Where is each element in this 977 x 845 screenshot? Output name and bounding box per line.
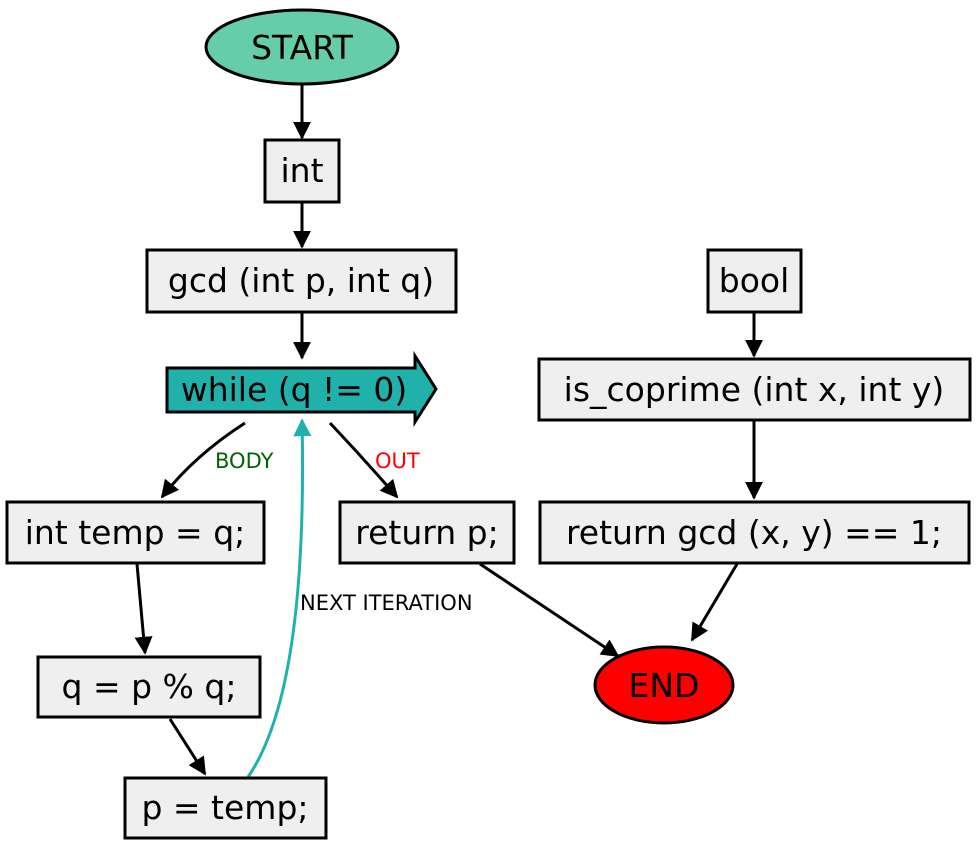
node-while: while (q != 0) [165, 350, 438, 428]
node-return-gcd-label: return gcd (x, y) == 1; [566, 513, 942, 552]
node-p-assign-label: p = temp; [141, 788, 308, 827]
edge-label-body: BODY [215, 449, 274, 473]
node-q-assign: q = p % q; [36, 655, 262, 719]
node-return-p: return p; [338, 500, 516, 565]
node-bool: bool [706, 248, 803, 314]
node-gcd-signature: gcd (int p, int q) [145, 248, 458, 314]
node-is-coprime-signature-label: is_coprime (int x, int y) [564, 370, 945, 409]
node-int: int [263, 138, 341, 204]
edge-out [328, 421, 399, 499]
node-while-label: while (q != 0) [181, 370, 408, 409]
node-start-label: START [251, 28, 354, 67]
node-return-p-label: return p; [355, 513, 498, 552]
node-start: START [204, 8, 400, 86]
node-int-temp: int temp = q; [5, 500, 266, 565]
edge-label-next-iteration: NEXT ITERATION [300, 591, 473, 615]
node-end-label: END [629, 666, 700, 705]
edge-temp-q [134, 563, 153, 655]
node-q-assign-label: q = p % q; [62, 667, 237, 706]
node-return-gcd: return gcd (x, y) == 1; [538, 500, 971, 565]
node-int-label: int [280, 151, 323, 190]
node-gcd-signature-label: gcd (int p, int q) [168, 261, 434, 300]
edge-returngcd-end [690, 563, 739, 642]
edge-q-p [168, 718, 207, 776]
node-is-coprime-signature: is_coprime (int x, int y) [537, 357, 972, 422]
edge-label-out: OUT [375, 449, 420, 473]
node-int-temp-label: int temp = q; [25, 513, 246, 552]
edges [134, 85, 763, 778]
node-p-assign: p = temp; [123, 776, 328, 840]
edge-next-iteration [246, 418, 312, 778]
node-bool-label: bool [719, 261, 790, 300]
edge-body [160, 421, 246, 499]
node-end: END [593, 645, 735, 725]
edge-return-end [479, 562, 620, 658]
